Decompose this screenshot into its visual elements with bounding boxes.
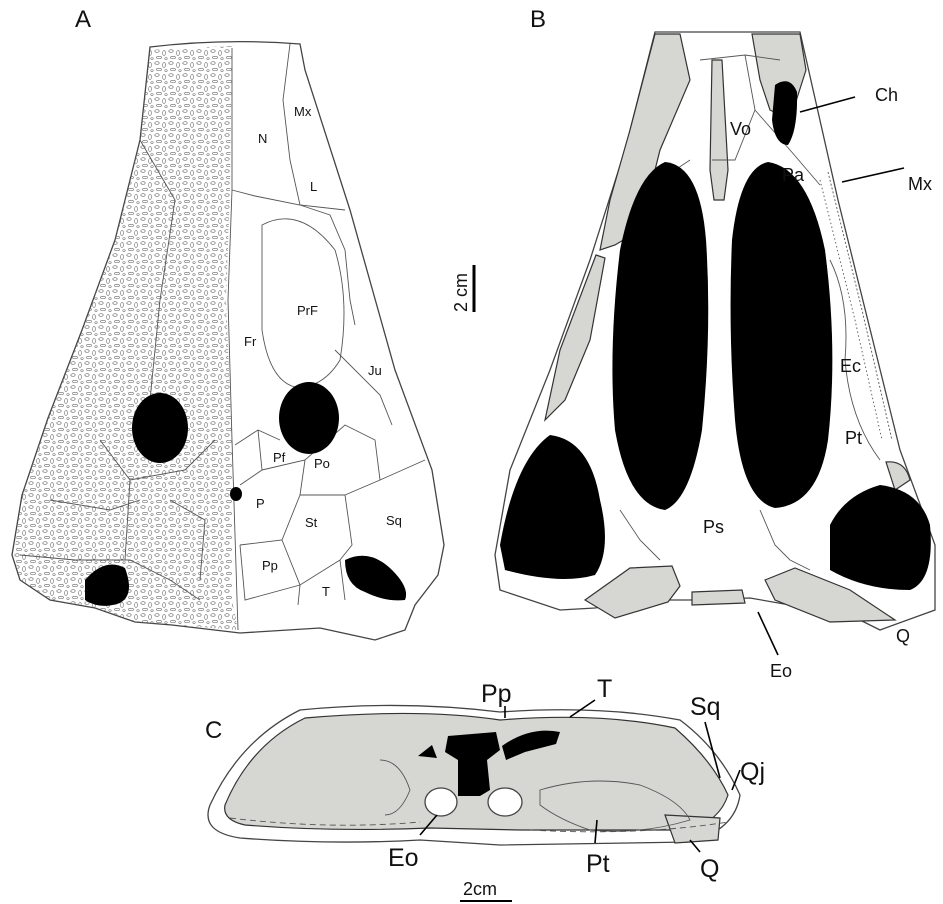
label-a-mx: Mx <box>294 104 312 119</box>
label-c-qj: Qj <box>740 758 765 786</box>
exoccipital-right-b <box>692 590 745 605</box>
label-b-vo: Vo <box>730 119 751 139</box>
label-c-pp: Pp <box>481 680 512 708</box>
label-a-p: P <box>256 496 265 511</box>
label-a-st: St <box>305 515 318 530</box>
label-a-fr: Fr <box>244 334 257 349</box>
occipital-condyle-right <box>488 788 522 816</box>
panel-c-letter: C <box>205 717 222 744</box>
leader-mx <box>842 168 904 182</box>
panel-b: B 2 cm Ch Vo Pa Mx Ec <box>451 6 935 681</box>
label-a-t: T <box>322 584 330 599</box>
label-b-eo: Eo <box>770 661 792 681</box>
label-a-po: Po <box>314 456 330 471</box>
panel-a: A Mx N L PrF Fr Ju Pf Po P St Sq Pp T <box>12 6 444 640</box>
leader-eo <box>758 612 778 655</box>
label-a-l: L <box>310 179 317 194</box>
occipital-condyle-left <box>425 788 457 816</box>
label-c-t: T <box>597 675 612 703</box>
label-b-ec: Ec <box>840 356 861 376</box>
label-b-mx: Mx <box>908 174 932 194</box>
label-a-sq: Sq <box>386 513 402 528</box>
label-b-pa: Pa <box>782 165 805 185</box>
label-b-ps: Ps <box>703 517 724 537</box>
panel-c: C Pp T Sq Qj Eo Pt Q 2cm <box>205 675 765 901</box>
label-a-pf: Pf <box>273 450 286 465</box>
label-a-n: N <box>258 131 267 146</box>
label-b-pt: Pt <box>845 428 862 448</box>
pineal-foramen <box>230 487 242 501</box>
label-a-ju: Ju <box>368 363 382 378</box>
label-c-pt: Pt <box>586 850 610 878</box>
panel-b-letter: B <box>530 6 546 33</box>
orbit-left <box>132 393 188 463</box>
label-c-eo: Eo <box>388 844 419 872</box>
panel-a-letter: A <box>75 6 91 33</box>
scale-label-c: 2cm <box>463 879 497 899</box>
label-b-q: Q <box>896 626 910 646</box>
label-c-q: Q <box>700 855 719 883</box>
label-c-sq: Sq <box>690 693 721 721</box>
label-a-pp: Pp <box>262 558 278 573</box>
scale-label-b: 2 cm <box>451 273 471 312</box>
label-a-prf: PrF <box>297 303 318 318</box>
orbit-right <box>279 382 339 454</box>
label-b-ch: Ch <box>875 85 898 105</box>
